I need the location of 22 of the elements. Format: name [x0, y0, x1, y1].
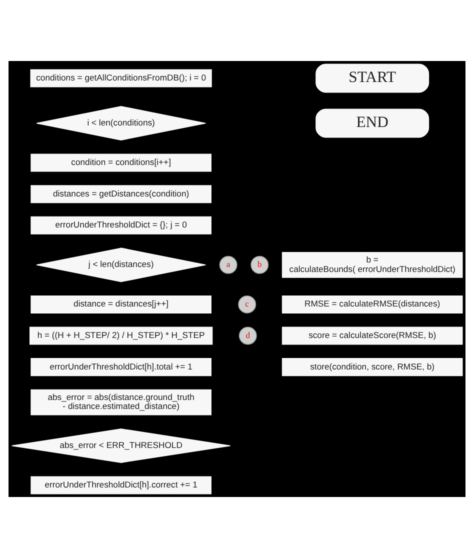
node-circle: a — [219, 255, 238, 274]
node-box: distances = getDistances(condition) — [30, 184, 212, 203]
node-box: store(condition, score, RMSE, b) — [282, 358, 463, 376]
node-diamond: abs_error < ERR_THRESHOLD — [11, 428, 231, 462]
node-box: abs_error = abs(distance.ground_truth - distance.estimated_distance) — [30, 388, 212, 415]
node-box: conditions = getAllConditionsFromDB(); i = 0 — [30, 68, 212, 87]
node-box: errorUnderThresholdDict[h].total += 1 — [30, 358, 212, 376]
node-diamond: i < len(conditions) — [36, 106, 206, 140]
node-circle: c — [238, 294, 256, 313]
node-box: score = calculateScore(RMSE, b) — [282, 326, 463, 344]
node-box: END — [316, 108, 430, 138]
node-circle: d — [238, 326, 257, 344]
node-box: condition = conditions[i++] — [30, 153, 212, 172]
node-box: errorUnderThresholdDict[h].correct += 1 — [30, 476, 212, 494]
node-box: b = calculateBounds( errorUnderThresholdDict) — [282, 252, 463, 278]
node-box: distance = distances[j++] — [30, 294, 212, 313]
node-box: START — [316, 63, 430, 92]
node-box: RMSE = calculateRMSE(distances) — [282, 294, 463, 313]
node-box: h = ((H + H_STEP/ 2) / H_STEP) * H_STEP — [29, 326, 213, 344]
node-diamond: j < len(distances) — [36, 247, 206, 282]
node-circle: b — [250, 255, 269, 274]
node-box: errorUnderThresholdDict = {}; j = 0 — [30, 216, 212, 234]
